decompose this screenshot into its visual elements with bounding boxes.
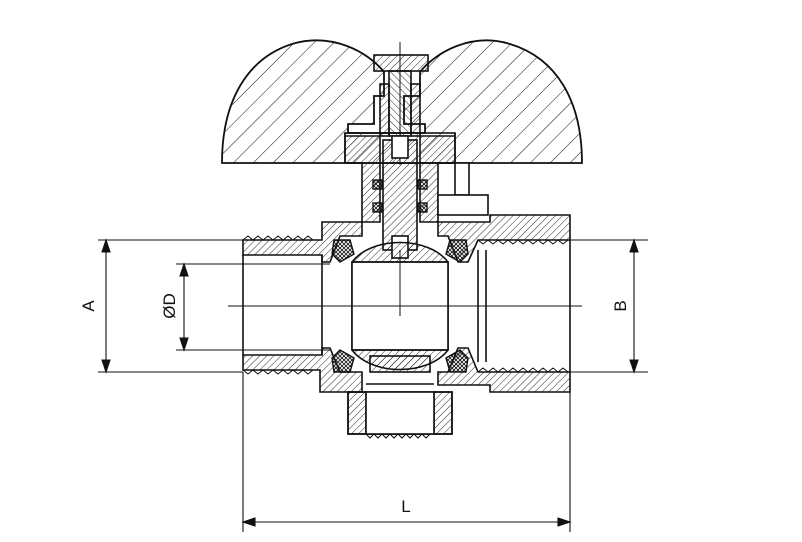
o-rings	[372, 179, 428, 213]
dimension-label-a: A	[79, 300, 98, 312]
dimension-lines	[98, 238, 648, 532]
center-lines	[228, 250, 582, 316]
dimension-label-d: ØD	[160, 293, 179, 319]
dimension-label-b: B	[611, 300, 630, 311]
ball-seats	[331, 239, 469, 373]
handle-screw	[373, 42, 429, 165]
stem-housing	[344, 132, 489, 223]
side-outlet	[347, 355, 453, 439]
dimension-label-l: L	[401, 497, 410, 516]
valve-stem	[382, 135, 418, 259]
